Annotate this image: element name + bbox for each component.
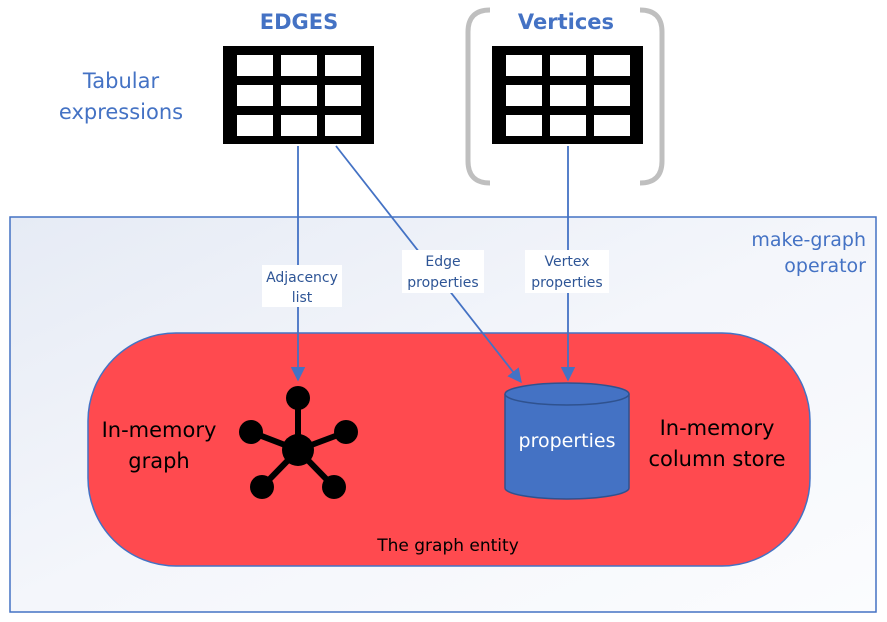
left-bracket <box>465 7 491 186</box>
operator-label-line1: make-graph <box>751 229 866 251</box>
adjacency-label-line2: list <box>292 290 313 306</box>
adjacency-label-line1: Adjacency <box>266 270 338 286</box>
edges-title: EDGES <box>260 10 338 34</box>
vertices-table-icon <box>492 46 643 144</box>
column-store-line1: In-memory <box>660 416 775 440</box>
right-bracket <box>639 7 665 186</box>
tabular-label-line2: expressions <box>59 100 183 124</box>
edge-properties-label-line1: Edge <box>425 254 460 270</box>
in-memory-graph-line2: graph <box>128 449 189 473</box>
graph-icon <box>239 386 358 499</box>
edges-table-icon <box>223 46 374 144</box>
tabular-label-line1: Tabular <box>82 69 160 93</box>
operator-label-line2: operator <box>784 255 866 277</box>
properties-cylinder <box>504 382 630 500</box>
graph-entity-caption: The graph entity <box>376 536 519 556</box>
column-store-line2: column store <box>648 447 785 471</box>
edge-properties-label-line2: properties <box>407 275 478 291</box>
in-memory-graph-line1: In-memory <box>102 418 217 442</box>
graph-entity-shape <box>87 332 811 567</box>
vertex-properties-label-line1: Vertex <box>544 254 589 270</box>
vertices-title: Vertices <box>518 10 614 34</box>
vertex-properties-label-line2: properties <box>531 275 602 291</box>
cylinder-label: properties <box>519 430 616 452</box>
